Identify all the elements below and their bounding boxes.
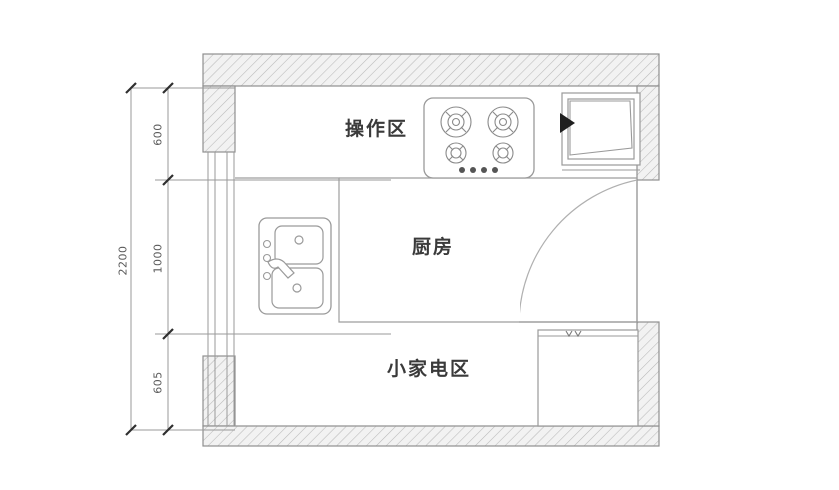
- entry-door[interactable]: [519, 179, 638, 323]
- refrigerator[interactable]: [537, 329, 639, 427]
- cooktop-body: [423, 97, 535, 179]
- cooktop-control-knobs[interactable]: [459, 167, 498, 173]
- wall-group: [202, 53, 660, 447]
- dimension-label-600: 600: [151, 123, 165, 146]
- gas-cooktop[interactable]: [423, 97, 535, 179]
- dimension-group: [125, 82, 391, 436]
- sink-bowl-lower: [271, 267, 324, 309]
- sink-drain-lower: [292, 283, 302, 293]
- faucet-icon: [267, 258, 295, 279]
- room-label-kitchen: 厨房: [412, 236, 455, 258]
- burner-front-left: [445, 142, 467, 164]
- window-frame-inner: [567, 98, 635, 160]
- dimension-label-overall: 2200: [116, 245, 130, 276]
- room-label-operation-zone: 操作区: [345, 118, 409, 140]
- window-open-marker-icon: [560, 113, 575, 133]
- wall-right-lower: [636, 321, 660, 427]
- wall-left-upper: [202, 85, 236, 153]
- window-sash: [569, 100, 633, 156]
- sliding-window-left-wall: [207, 152, 235, 426]
- window[interactable]: [560, 92, 641, 171]
- sink-bowl-upper: [274, 225, 324, 265]
- dimension-label-1000: 1000: [151, 243, 165, 274]
- wall-top: [202, 53, 660, 87]
- burner-rear-right: [487, 106, 519, 138]
- refrigerator-body: [537, 329, 639, 427]
- tap-hole-middle: [262, 253, 272, 263]
- door-swing-arc: [520, 179, 638, 315]
- dimension-label-605: 605: [151, 371, 165, 394]
- double-bowl-sink[interactable]: [258, 217, 332, 315]
- refrigerator-handle-icon: [565, 330, 582, 338]
- sink-body: [258, 217, 332, 315]
- wall-bottom: [202, 425, 660, 447]
- tap-hole-upper: [262, 239, 272, 249]
- burner-rear-left: [440, 106, 472, 138]
- tap-hole-lower: [262, 271, 272, 281]
- sink-drain-upper: [294, 235, 304, 245]
- dimension-ticks: [125, 82, 174, 436]
- room-label-small-appliance-zone: 小家电区: [387, 358, 472, 380]
- burner-front-right: [492, 142, 514, 164]
